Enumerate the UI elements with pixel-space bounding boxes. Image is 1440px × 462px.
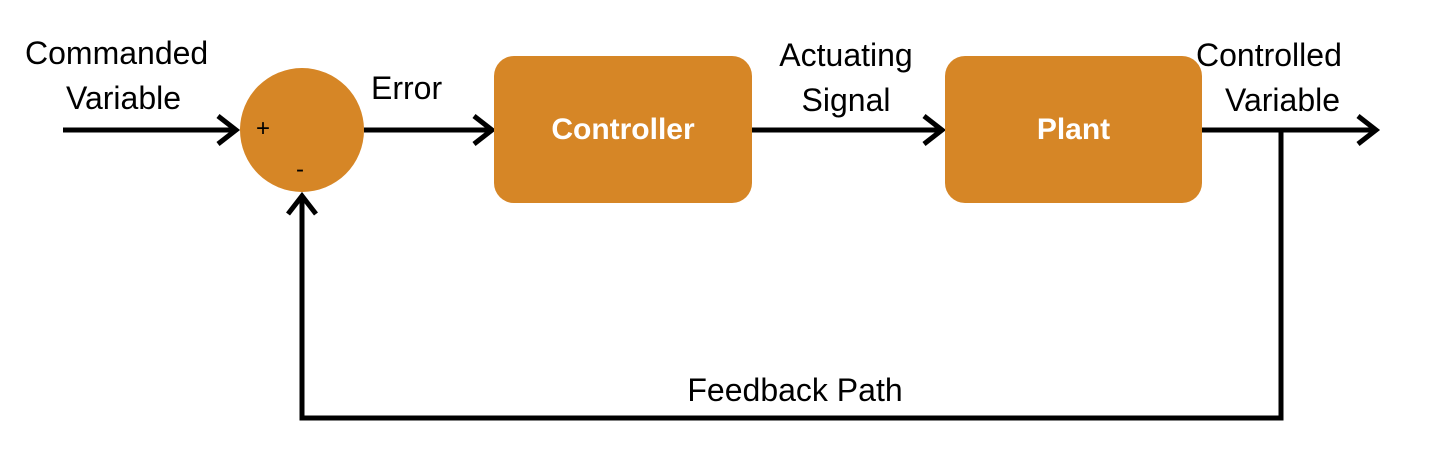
controller-block: Controller [494,56,752,203]
commanded-variable-label-2: Variable [66,80,182,116]
summing-junction [240,68,364,192]
feedback-arrowhead [286,191,318,216]
feedback-path-label: Feedback Path [687,372,903,408]
actuating-signal-label-2: Signal [801,82,891,118]
plant-block: Plant [945,56,1202,203]
feedback-line [299,130,1284,421]
controlled-variable-label-2: Variable [1225,82,1341,118]
plant-label: Plant [1036,112,1111,146]
actuating-arrowhead [922,114,947,146]
controlled-variable-label-1: Controlled [1196,37,1342,73]
error-arrowhead [472,114,497,146]
summing-minus-sign: - [296,156,304,183]
output-arrowhead [1356,114,1381,146]
actuating-signal-label-1: Actuating [779,37,913,73]
summing-plus-sign: + [256,115,271,142]
error-label: Error [371,70,443,106]
input-arrowhead [216,114,241,146]
controller-label: Controller [551,112,695,146]
commanded-variable-label-1: Commanded [25,35,209,71]
